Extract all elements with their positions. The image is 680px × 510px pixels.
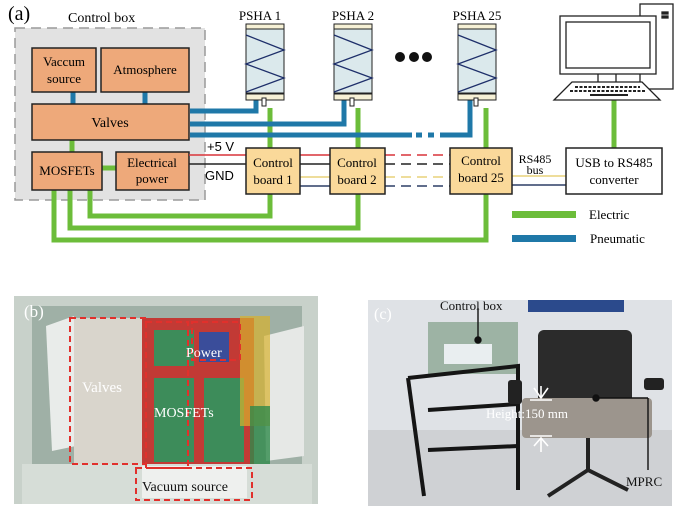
- annotation-mosfets: MOSFETs: [154, 406, 214, 421]
- panel-b-photo: (b) Valves Power MOSFETs Vacuum source: [14, 296, 318, 504]
- plus5v-label: +5 V: [207, 139, 234, 154]
- svg-text:board 2: board 2: [337, 172, 376, 187]
- block-mosfets: MOSFETs: [31, 151, 103, 191]
- computer-icon: [552, 3, 674, 101]
- annotation-control-box: Control box: [440, 300, 503, 313]
- gnd-label: GND: [205, 168, 234, 183]
- svg-text:Control: Control: [461, 153, 501, 168]
- panel-c-photo: (c) Control box Height:150 mm MPRC: [368, 300, 672, 506]
- svg-text:converter: converter: [589, 172, 639, 187]
- svg-text:PSHA 25: PSHA 25: [453, 8, 502, 23]
- annotation-height: Height:150 mm: [486, 406, 568, 421]
- panel-c-label: (c): [374, 306, 392, 323]
- block-atmosphere: Atmosphere: [100, 47, 190, 93]
- svg-text:Control: Control: [337, 155, 377, 170]
- svg-text:PSHA 1: PSHA 1: [239, 8, 281, 23]
- control-box-title: Control box: [68, 11, 135, 26]
- panel-a-diagram: (a) Control box Vaccum source Atmosphere: [8, 3, 674, 246]
- actuator-psha-1: PSHA 1: [239, 8, 286, 107]
- control-board-1: Control board 1: [245, 147, 301, 195]
- rs485-bus-label: RS485: [519, 152, 552, 166]
- svg-text:PSHA 2: PSHA 2: [332, 8, 374, 23]
- block-valves: Valves: [31, 103, 190, 141]
- svg-text:USB to RS485: USB to RS485: [575, 155, 652, 170]
- legend: Electric Pneumatic: [512, 207, 645, 246]
- svg-text:Vaccum: Vaccum: [43, 54, 85, 69]
- svg-text:Atmosphere: Atmosphere: [113, 62, 177, 77]
- annotation-vacuum-source: Vacuum source: [142, 480, 228, 495]
- control-board-2: Control board 2: [329, 147, 386, 195]
- panel-a-label: (a): [8, 3, 30, 25]
- block-electrical-power: Electrical power: [115, 151, 190, 191]
- svg-text:Electrical: Electrical: [127, 155, 177, 170]
- rs485-bus-label-2: bus: [527, 163, 544, 177]
- control-board-25: Control board 25: [449, 147, 513, 195]
- svg-text:board 25: board 25: [458, 170, 504, 185]
- ellipsis-dots: [395, 52, 432, 62]
- svg-text:Valves: Valves: [91, 116, 128, 131]
- electric-wires: [51, 100, 617, 243]
- legend-electric-label: Electric: [589, 207, 630, 222]
- svg-text:MOSFETs: MOSFETs: [39, 163, 94, 178]
- legend-electric-swatch: [512, 211, 576, 218]
- legend-pneumatic-swatch: [512, 235, 576, 242]
- power-bus-lines: [189, 154, 566, 187]
- legend-pneumatic-label: Pneumatic: [590, 231, 645, 246]
- actuator-psha-25: PSHA 25: [453, 8, 502, 107]
- usb-rs485-converter: USB to RS485 converter: [565, 147, 663, 195]
- annotation-power: Power: [186, 346, 222, 361]
- annotation-mprc: MPRC: [626, 474, 663, 489]
- svg-text:Control: Control: [253, 155, 293, 170]
- svg-text:source: source: [47, 71, 81, 86]
- annotation-valves: Valves: [82, 380, 122, 396]
- panel-b-label: (b): [24, 302, 44, 321]
- actuator-psha-2: PSHA 2: [332, 8, 374, 107]
- pneumatic-wires: [70, 92, 473, 138]
- svg-text:board 1: board 1: [253, 172, 292, 187]
- svg-text:power: power: [136, 171, 169, 186]
- block-vacuum-source: Vaccum source: [31, 47, 97, 93]
